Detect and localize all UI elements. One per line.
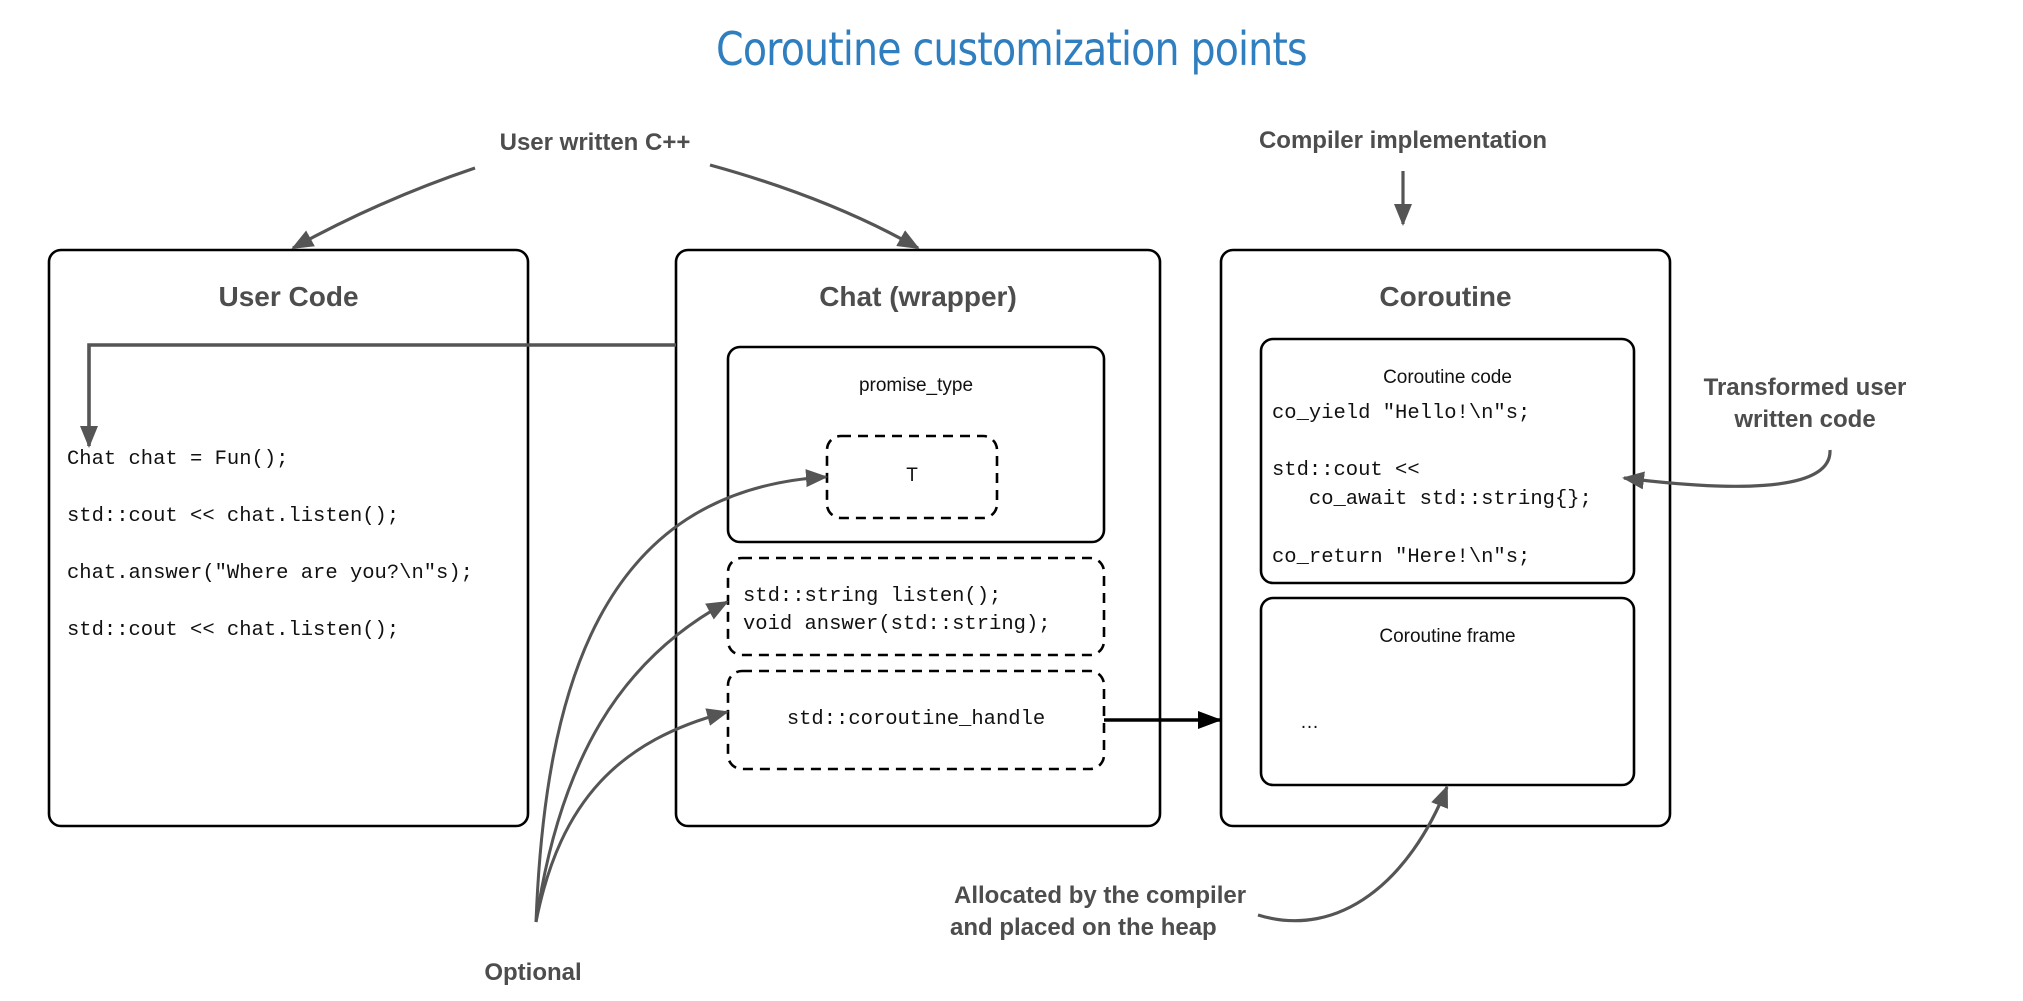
annotation-allocated-line-2: and placed on the heap: [950, 914, 1217, 941]
annotation-compiler-impl: Compiler implementation: [1258, 127, 1548, 154]
annotation-optional: Optional: [484, 959, 582, 986]
coroutine-code-label: Coroutine code: [1383, 367, 1512, 388]
arrow-optional-to-methods: [534, 600, 729, 923]
user-code-line-3: chat.answer("Where are you?\n"s);: [67, 562, 473, 585]
coroutine-handle-box: [726, 669, 1106, 771]
method-answer: void answer(std::string);: [743, 613, 1051, 636]
arrow-user-written-to-chat: [709, 163, 920, 250]
page-title: Coroutine customization points: [716, 22, 1308, 76]
arrow-optional-to-handle: [534, 708, 729, 923]
method-listen: std::string listen();: [743, 585, 1002, 608]
promise-value-label: T: [906, 465, 918, 486]
user-code-box: [47, 248, 530, 828]
coroutine-frame-box: [1259, 596, 1636, 787]
coroutine-code-line-4: co_return "Here!\n"s;: [1272, 546, 1531, 569]
user-code-line-1: Chat chat = Fun();: [67, 448, 289, 471]
arrow-transformed-to-code: [1622, 449, 1832, 490]
annotation-allocated-line-1: Allocated by the compiler: [954, 882, 1247, 909]
coroutine-frame-label: Coroutine frame: [1379, 626, 1516, 647]
chat-wrapper-title: Chat (wrapper): [819, 281, 1017, 312]
arrow-optional-to-promise-value: [534, 469, 828, 923]
arrow-allocated-to-frame: [1257, 785, 1449, 923]
annotation-user-written: User written C++: [499, 129, 691, 156]
chat-wrapper-box: [674, 248, 1162, 828]
coroutine-box: [1219, 248, 1672, 828]
annotation-allocated: Allocated by the compiler and placed on …: [950, 880, 1247, 944]
user-code-line-4: std::cout << chat.listen();: [67, 619, 400, 642]
annotation-transformed-line-1: Transformed user: [1703, 374, 1907, 401]
coroutine-title: Coroutine: [1379, 281, 1512, 312]
user-code-title: User Code: [218, 281, 359, 312]
arrow-user-written-to-user-code: [291, 166, 476, 250]
annotation-transformed-line-2: written code: [1734, 406, 1876, 433]
promise-type-box: [726, 345, 1106, 544]
user-code-line-2: std::cout << chat.listen();: [67, 505, 400, 528]
methods-box: [726, 556, 1106, 657]
promise-type-label: promise_type: [858, 375, 974, 396]
annotation-transformed: Transformed user written code: [1685, 372, 1925, 436]
coroutine-code-line-2: std::cout <<: [1272, 459, 1420, 482]
coroutine-frame-content: …: [1300, 712, 1319, 733]
coroutine-code-box: [1259, 337, 1636, 585]
arrow-chat-to-user-code: [80, 343, 676, 448]
coroutine-handle-label: std::coroutine_handle: [786, 708, 1046, 731]
coroutine-code-line-1: co_yield "Hello!\n"s;: [1272, 402, 1531, 425]
coroutine-code-line-3: co_await std::string{};: [1272, 488, 1592, 511]
